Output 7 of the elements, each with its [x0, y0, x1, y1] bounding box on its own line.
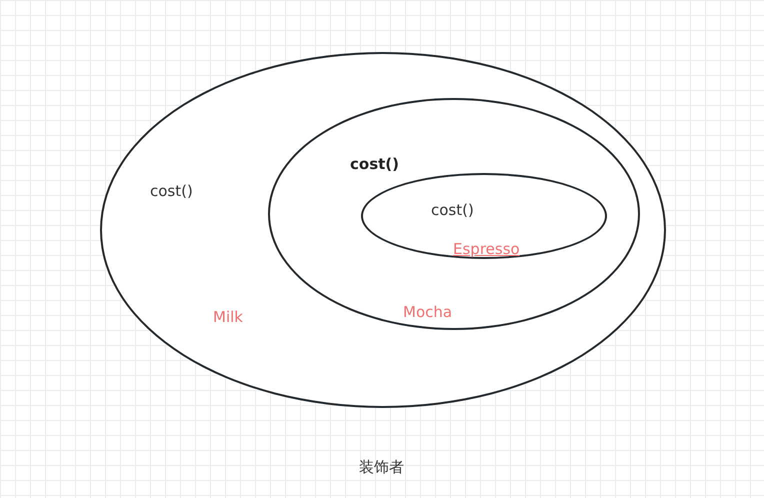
method-label: cost(): [350, 155, 400, 173]
caption: 装饰者: [359, 458, 404, 477]
method-label: cost(): [431, 201, 474, 219]
class-label: Mocha: [403, 303, 452, 321]
class-label: Espresso: [453, 240, 520, 258]
method-label: cost(): [150, 182, 193, 200]
class-label: Milk: [213, 308, 243, 326]
